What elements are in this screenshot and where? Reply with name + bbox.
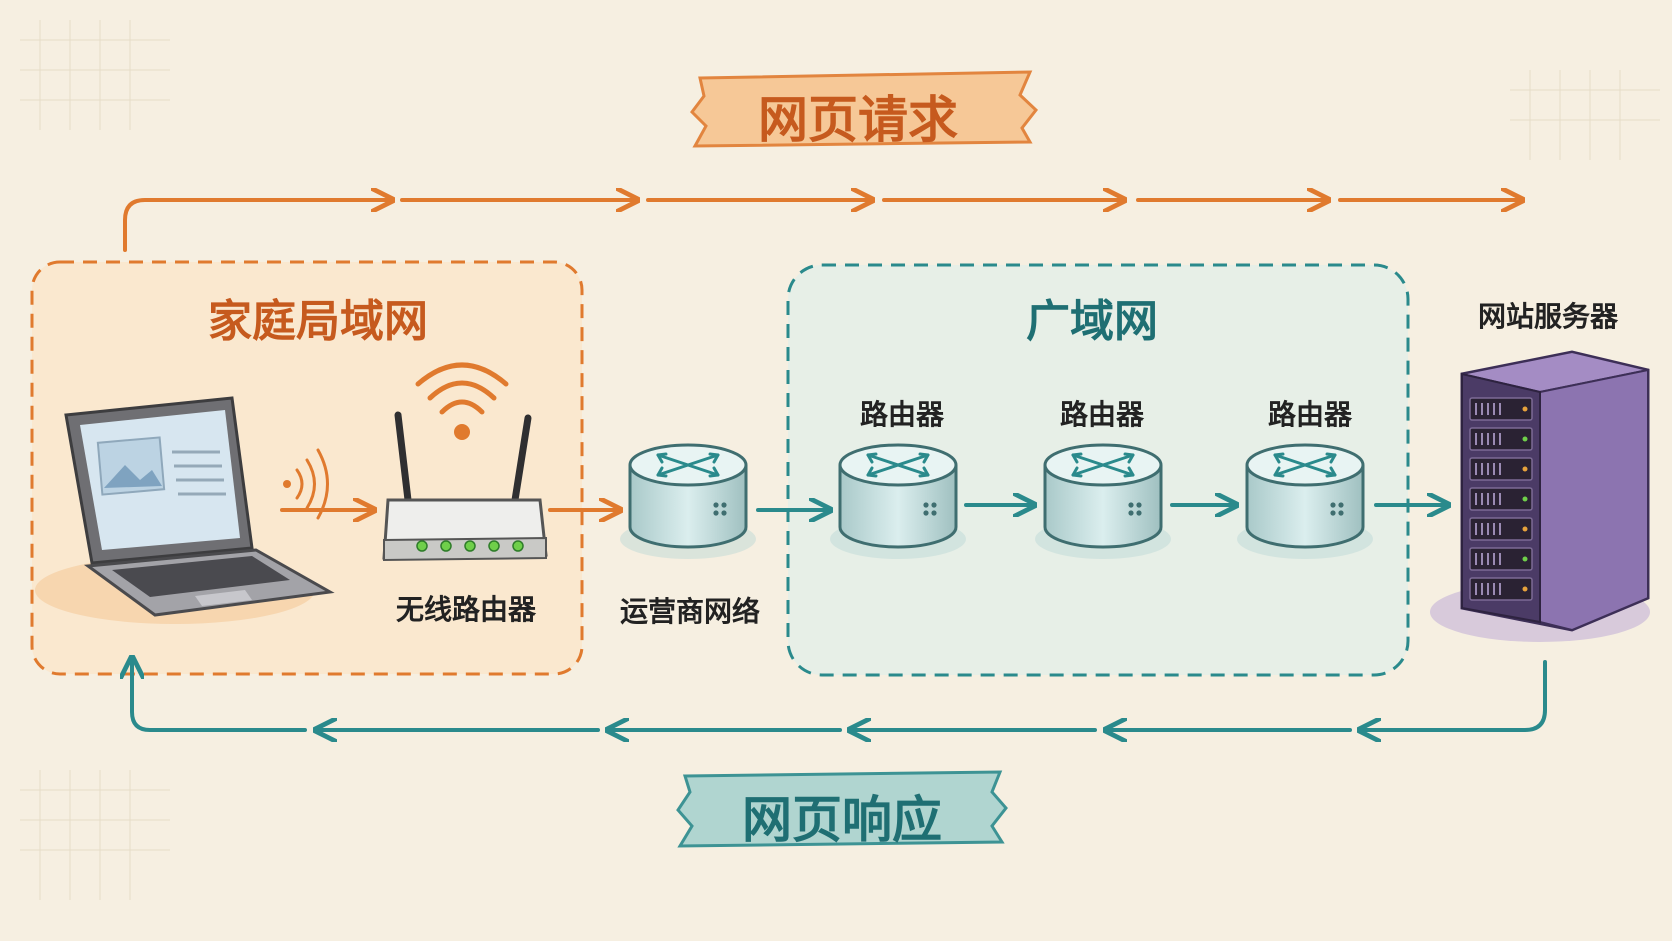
server-label: 网站服务器 [1477,300,1619,333]
server-rack-icon [1430,350,1650,642]
router-label-3: 路由器 [1267,398,1353,431]
router-icon [830,443,966,559]
background-grid-decoration [20,20,1660,900]
home-lan-title: 家庭局域网 [208,296,428,347]
response-flow-arrow [132,660,1547,730]
router-icon [1035,443,1171,559]
request-banner [690,70,1039,148]
request-title: 网页请求 [758,91,958,149]
router-label-2: 路由器 [1059,398,1145,431]
router-icon [1237,443,1373,559]
isp-network-label: 运营商网络 [619,595,761,628]
wan-title: 广域网 [1026,296,1158,347]
request-flow-arrow [123,200,1520,252]
router-icon [620,443,756,559]
response-banner [676,770,1008,848]
wireless-router-icon [382,362,548,562]
wireless-router-label: 无线路由器 [395,593,537,626]
laptop-icon [35,396,335,624]
response-title: 网页响应 [742,791,942,849]
router-label-1: 路由器 [859,398,945,431]
